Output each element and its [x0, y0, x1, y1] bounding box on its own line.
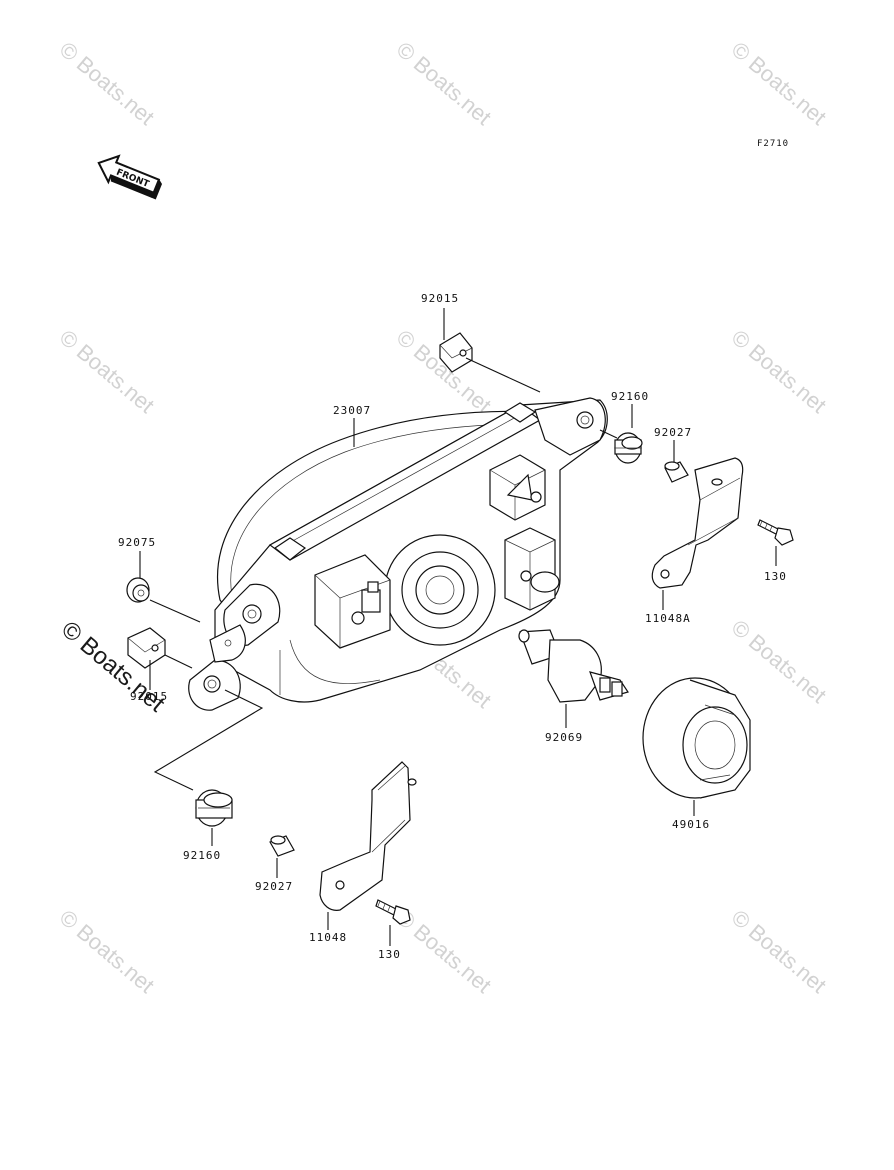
part-number-49016: 49016 [672, 818, 710, 831]
headlight-assembly [188, 397, 608, 711]
watermark: © Boats.net [55, 905, 159, 998]
bolt-130-bottom [375, 899, 411, 925]
bulb-92069 [518, 629, 629, 703]
clip-92015-top [439, 332, 473, 373]
watermark: © Boats.net [727, 37, 831, 130]
watermark: © Boats.net [727, 325, 831, 418]
collar-92027-bottom [269, 835, 295, 857]
part-number-130-bottom: 130 [378, 948, 401, 961]
watermark: © Boats.net [55, 37, 159, 130]
part-number-11048: 11048 [309, 931, 347, 944]
watermark: © Boats.net [55, 325, 159, 418]
part-number-92015-left: 92015 [130, 690, 168, 703]
grommet-92160-top [614, 432, 643, 464]
figure-code: F2710 [757, 139, 789, 149]
part-number-92069: 92069 [545, 731, 583, 744]
part-number-92015-top: 92015 [421, 292, 459, 305]
watermark: © Boats.net [392, 37, 496, 130]
bolt-130-right [757, 519, 794, 546]
watermark: © Boats.net [727, 905, 831, 998]
part-number-92027-bottom: 92027 [255, 880, 293, 893]
part-number-11048a: 11048A [645, 612, 691, 625]
part-number-130-right: 130 [764, 570, 787, 583]
part-number-92160-top: 92160 [611, 390, 649, 403]
watermark: © Boats.net [727, 615, 831, 708]
cap-49016 [642, 677, 751, 799]
part-number-23007: 23007 [333, 404, 371, 417]
rubber-92075 [126, 577, 150, 603]
part-number-92027-top: 92027 [654, 426, 692, 439]
part-number-92160-bottom: 92160 [183, 849, 221, 862]
collar-92027-top [664, 461, 689, 483]
leader-lines [139, 308, 777, 946]
part-labels: 92015 23007 92160 92027 130 11048A 92075… [118, 292, 787, 961]
front-arrow-icon: FRONT [97, 154, 163, 200]
grommet-92160-bottom [195, 789, 233, 827]
clip-92015-left [127, 627, 166, 669]
part-number-92075: 92075 [118, 536, 156, 549]
bracket-11048 [319, 761, 417, 911]
bracket-11048a [651, 457, 744, 589]
